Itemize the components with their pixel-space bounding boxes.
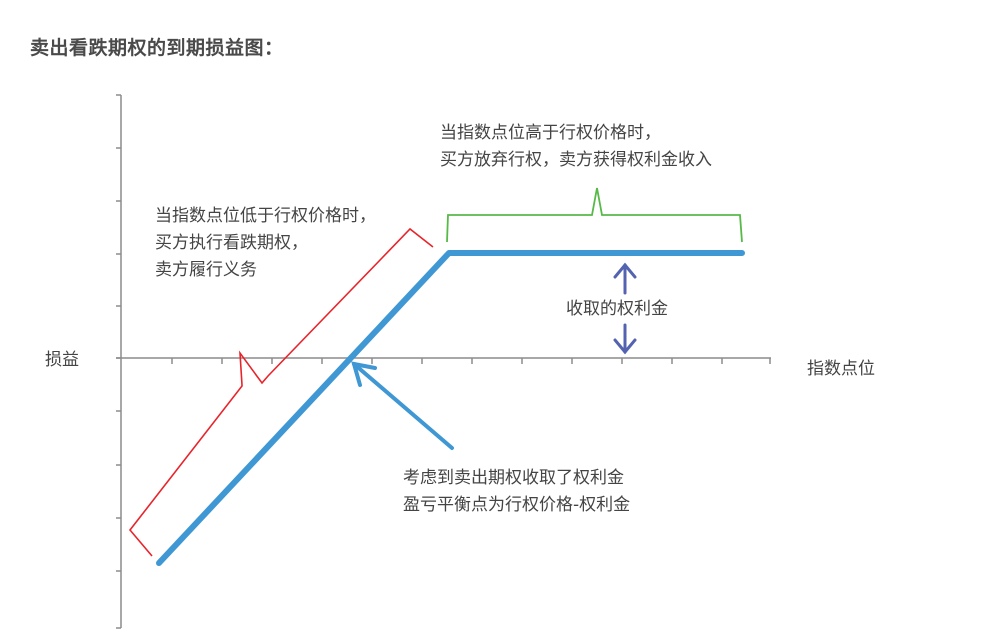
premium-double-arrow xyxy=(613,262,637,355)
premium-label: 收取的权利金 xyxy=(566,299,668,319)
y-axis xyxy=(116,94,122,629)
y-axis-label: 损益 xyxy=(45,350,79,370)
page-title: 卖出看跌期权的到期损益图： xyxy=(30,37,284,59)
below-strike-line-1: 当指数点位低于行权价格时， xyxy=(155,206,376,226)
x-axis xyxy=(116,357,771,364)
above-strike-annotation: 当指数点位高于行权价格时， 买方放弃行权，卖方获得权利金收入 xyxy=(440,120,712,174)
above-strike-line-1: 当指数点位高于行权价格时， xyxy=(440,123,661,143)
x-axis-label: 指数点位 xyxy=(807,359,875,379)
below-strike-line-2: 买方执行看跌期权， xyxy=(155,233,308,253)
above-strike-bracket xyxy=(446,187,743,243)
breakeven-annotation: 考虑到卖出期权收取了权利金 盈亏平衡点为行权价格-权利金 xyxy=(403,465,630,519)
below-strike-annotation: 当指数点位低于行权价格时， 买方执行看跌期权， 卖方履行义务 xyxy=(155,203,376,284)
payoff-line xyxy=(156,250,745,566)
breakeven-line-2: 盈亏平衡点为行权价格-权利金 xyxy=(403,495,631,515)
breakeven-arrow xyxy=(351,361,454,450)
below-strike-bracket xyxy=(128,227,434,557)
breakeven-line-1: 考虑到卖出期权收取了权利金 xyxy=(403,468,624,488)
below-strike-line-3: 卖方履行义务 xyxy=(155,260,257,280)
above-strike-line-2: 买方放弃行权，卖方获得权利金收入 xyxy=(440,150,712,170)
